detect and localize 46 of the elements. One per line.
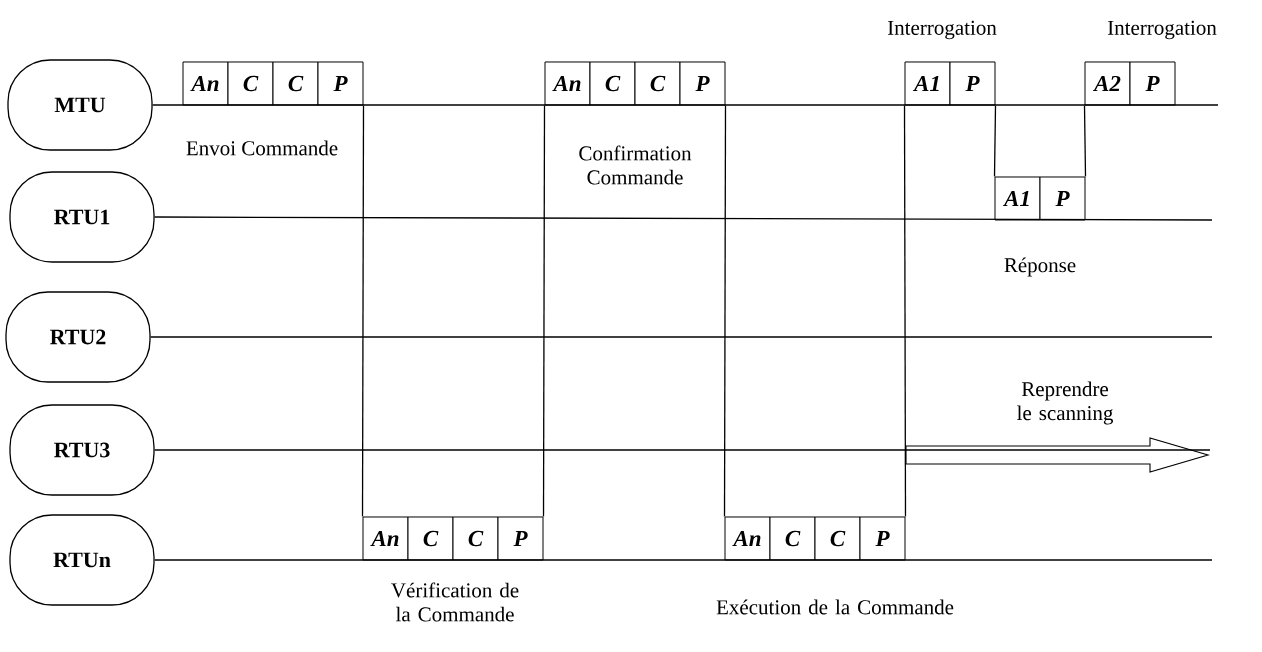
- frame-cell: An: [544, 61, 591, 106]
- frame-cell: C: [769, 516, 816, 561]
- frame-cell: An: [362, 516, 409, 561]
- station-box: RTUn: [9, 514, 155, 606]
- frame-cell: P: [317, 61, 364, 106]
- frame-cell: C: [272, 61, 319, 106]
- frame-cell: An: [182, 61, 229, 106]
- frame-cell: P: [497, 516, 544, 561]
- annotation-text: Exécution de la Commande: [716, 599, 954, 615]
- frame-cell: C: [634, 61, 681, 106]
- frame-cell: C: [814, 516, 861, 561]
- timeline: [150, 336, 1213, 338]
- timeline: [154, 216, 1213, 221]
- message-line: [723, 104, 727, 518]
- frame-cell: A1: [994, 176, 1041, 221]
- station-box: RTU3: [9, 404, 155, 496]
- frame-cell: C: [452, 516, 499, 561]
- message-line: [1083, 104, 1087, 178]
- message-line: [993, 104, 997, 178]
- frame-cell: An: [724, 516, 771, 561]
- frame-cell: C: [589, 61, 636, 106]
- message-line: [361, 104, 365, 518]
- station-box: MTU: [7, 59, 153, 151]
- frame-cell: C: [227, 61, 274, 106]
- annotation-text: Envoi Commande: [186, 140, 338, 156]
- timeline: [154, 559, 1213, 561]
- annotation-text: Vérification de la Commande: [391, 582, 519, 622]
- frame-cell: P: [679, 61, 726, 106]
- timeline: [152, 104, 1219, 106]
- frame-cell: A1: [904, 61, 951, 106]
- annotation-text: Interrogation: [1107, 20, 1217, 40]
- frame-cell: A2: [1084, 61, 1131, 106]
- frame-cell: P: [1039, 176, 1086, 221]
- frame-cell: P: [1129, 61, 1176, 106]
- frame-cell: P: [949, 61, 996, 106]
- frame-cell: C: [407, 516, 454, 561]
- annotation-text: Interrogation: [887, 20, 997, 40]
- annotation-text: Réponse: [1004, 257, 1076, 277]
- message-line: [903, 104, 907, 518]
- frame-cell: P: [859, 516, 906, 561]
- annotation-text: Reprendre le scanning: [1017, 381, 1113, 425]
- station-box: RTU2: [5, 291, 151, 383]
- message-line: [542, 104, 546, 518]
- station-box: RTU1: [9, 171, 155, 263]
- timeline: [154, 449, 1211, 451]
- annotation-text: Confirmation Commande: [579, 145, 692, 185]
